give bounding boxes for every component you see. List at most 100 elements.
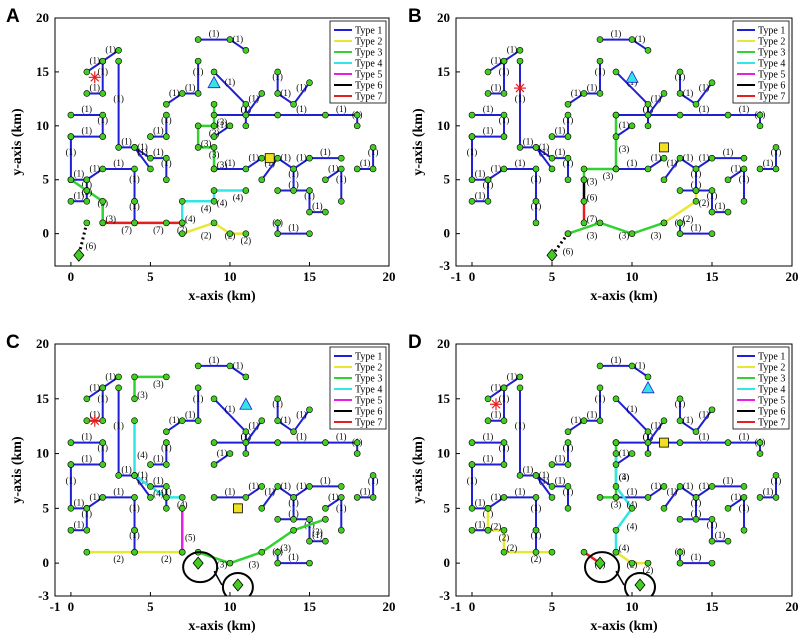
bus-node (644, 111, 652, 119)
bus-node (644, 450, 652, 457)
edge-type-label: (3) (280, 543, 291, 553)
legend-label: Type 4 (758, 385, 785, 396)
bus-node (67, 505, 75, 512)
bus-node (500, 111, 508, 119)
bus-node (210, 461, 218, 468)
x-tick-label: 15 (706, 269, 720, 284)
feeder-line-type-1 (679, 398, 713, 434)
edge-type-label: (1) (611, 29, 622, 39)
edge-type-label: (1) (328, 492, 339, 502)
edge-type-label: (1) (90, 82, 101, 92)
edge-type-label: (1) (531, 530, 542, 540)
feeder-line-type-1 (86, 496, 136, 531)
panel-letter: D (408, 332, 422, 353)
bus-node (612, 494, 620, 501)
edge-type-label: (1) (288, 223, 299, 233)
edge-type-label: (2) (683, 214, 694, 224)
edge-type-label: (1) (739, 174, 750, 184)
bus-node (131, 144, 138, 151)
bus-node (660, 505, 668, 512)
legend-label: Type 1 (758, 352, 785, 363)
bus-node (210, 68, 218, 76)
edge-type-label: (1) (193, 393, 204, 403)
edge-type-label: (4) (153, 488, 164, 498)
bus-node (692, 198, 700, 205)
bus-node (756, 165, 764, 173)
bus-node (306, 154, 313, 162)
y-axis-label: y-axis (km) (411, 436, 426, 504)
bus-node (194, 417, 202, 424)
bus-node (274, 111, 281, 119)
x-tick-label: 5 (549, 599, 556, 614)
bus-node (67, 461, 75, 468)
bus-node (147, 133, 154, 140)
highlight-circle (182, 551, 219, 584)
x-tick-label: 5 (147, 269, 154, 284)
feeder-line-type-1 (70, 114, 104, 138)
bus-node (708, 406, 716, 414)
feeder-line-type-1 (117, 61, 168, 180)
bus-node (163, 133, 170, 140)
bus-node (115, 384, 122, 392)
bus-node (660, 154, 668, 162)
edge-type-label: (1) (169, 88, 180, 98)
edge-type-label: (1) (491, 492, 502, 502)
feeder-line-type-6 (77, 222, 89, 256)
legend-label: Type 6 (355, 407, 382, 418)
bus-node (83, 505, 91, 512)
edge-type-label: (1) (531, 174, 542, 184)
bus-node (708, 559, 716, 567)
edge-type-label: (3) (619, 144, 630, 154)
network: (1)(1)(1)(1)(1)(1)(1)(1)(1)(1)(1)(1)(1)(… (467, 355, 781, 596)
bus-node (708, 230, 716, 237)
edge-type-label: (1) (643, 432, 654, 442)
bus-node (500, 384, 508, 392)
bus-node (115, 472, 122, 479)
bus-node (337, 154, 345, 162)
bus-node (612, 395, 620, 403)
bus-node (226, 36, 234, 43)
feeder-line-type-3 (70, 178, 104, 223)
x-tick-label: 10 (223, 269, 236, 284)
arrow-line (213, 570, 223, 586)
bus-node (532, 494, 540, 501)
edge-type-label: (1) (288, 169, 299, 179)
bus-node (676, 187, 684, 194)
feeder-line-type-1 (472, 441, 505, 466)
bus-node (115, 57, 122, 65)
legend-label: Type 4 (355, 59, 382, 70)
bus-node (564, 230, 572, 237)
bus-node (484, 417, 492, 424)
bus-node (628, 36, 636, 43)
edge-type-label: (1) (491, 382, 502, 392)
bus-node (724, 208, 732, 216)
network: (1)(1)(1)(1)(1)(1)(1)(1)(1)(1)(1)(1)(1)(… (66, 355, 378, 596)
legend-label: Type 3 (758, 374, 785, 385)
edge-type-label: (1) (296, 481, 307, 491)
bus-node (612, 526, 620, 534)
edge-type-label: (1) (731, 492, 742, 502)
bus-node (306, 79, 313, 86)
edge-type-label: (1) (499, 66, 510, 76)
bus-node (500, 526, 508, 534)
edge-type-label: (1) (587, 82, 598, 92)
panel-letter: C (6, 332, 20, 353)
bus-node (532, 472, 540, 479)
bus-node (756, 450, 764, 457)
edge-type-label: (2) (699, 198, 710, 208)
bus-node (353, 439, 361, 446)
edge-type-label: (1) (675, 72, 686, 82)
bus-node (322, 537, 329, 545)
edge-type-label: (1) (97, 393, 108, 403)
edge-type-label: (1) (249, 421, 260, 431)
bus-node (67, 176, 75, 184)
bus-node (644, 47, 652, 54)
edge-type-label: (2) (531, 554, 542, 564)
bus-node (178, 548, 186, 556)
bus-node (353, 165, 361, 173)
edge-type-label: (1) (296, 153, 307, 163)
edge-type-label: (1) (360, 158, 371, 168)
edge-type-label: (1) (563, 486, 574, 496)
edge-type-label: (1) (563, 443, 574, 453)
